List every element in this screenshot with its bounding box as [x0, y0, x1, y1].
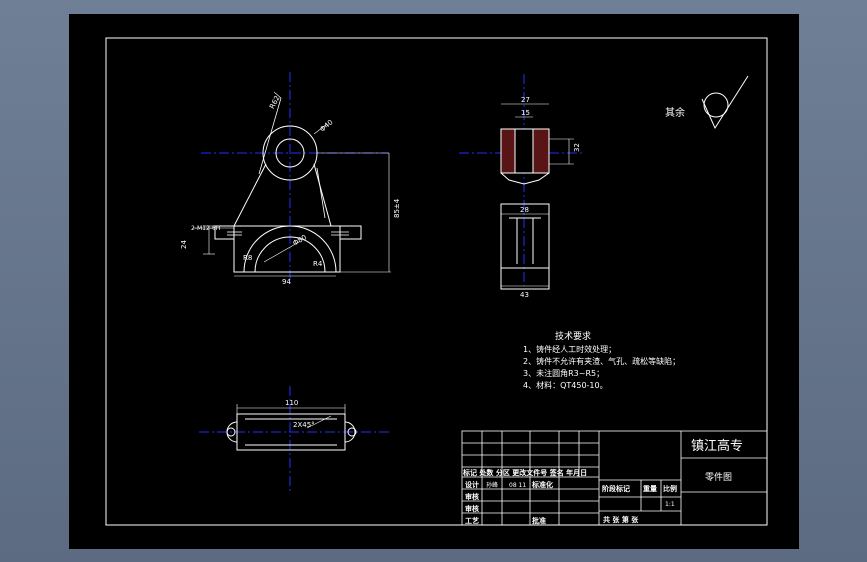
dim-hole: Φ40: [318, 118, 334, 133]
dim-mid-width: 28: [520, 206, 529, 214]
cad-viewport[interactable]: R62 Φ40 2-M12-6H 85±4 24 Φ80 R8 94 R4: [69, 14, 799, 549]
dim-slot: 15: [521, 109, 530, 117]
dim-small-h: 24: [180, 240, 188, 249]
revision-header: 标记 处数 分区 更改文件号 签名 年月日: [462, 468, 587, 477]
dim-side-h: 32: [573, 143, 581, 152]
dim-length: 110: [285, 399, 298, 407]
title-block: [461, 430, 768, 526]
designer-name: 孙峰: [486, 481, 498, 489]
dim-half-width: 94: [282, 278, 291, 286]
tech-requirements: 技术要求 1、铸件经人工时效处理； 2、铸件不允许有夹渣、气孔、疏松等缺陷； 3…: [523, 330, 680, 390]
roughness-symbol: [701, 75, 749, 130]
boss-hole: [275, 138, 305, 168]
tech-item-2: 2、铸件不允许有夹渣、气孔、疏松等缺陷；: [523, 356, 680, 366]
dim-fillet: R4: [313, 260, 323, 268]
tech-item-1: 1、铸件经人工时效处理；: [523, 344, 616, 354]
school-name: 镇江高专: [691, 438, 743, 454]
tech-item-3: 3、未注圆角R3~R5；: [523, 368, 604, 378]
drawing-canvas[interactable]: R62 Φ40 2-M12-6H 85±4 24 Φ80 R8 94 R4: [69, 14, 799, 549]
bottom-view-dimensions: 110 2X45°: [285, 399, 315, 429]
dim-top-width: 27: [521, 96, 530, 104]
row-label-process: 工艺: [465, 516, 479, 525]
tech-item-4: 4、材料：QT450-10。: [523, 380, 608, 390]
sheet-count: 共 张 第 张: [603, 515, 639, 524]
bottom-view: [199, 386, 389, 494]
tech-title: 技术要求: [555, 330, 591, 342]
dim-base-width: 43: [520, 291, 529, 299]
approve-label: 批准: [532, 516, 546, 525]
dim-chamfer: 2X45°: [293, 421, 315, 429]
part-name: 零件图: [705, 471, 732, 483]
side-view: [459, 74, 584, 290]
front-view: [193, 72, 391, 284]
dim-bore: Φ80: [292, 233, 308, 247]
scale-value: 1:1: [665, 501, 675, 508]
weight-label: 重量: [643, 484, 657, 493]
scale-label: 比例: [663, 484, 677, 493]
stage-label: 阶段标记: [602, 484, 630, 493]
title-block-text: 镇江高专 零件图 标记 处数 分区 更改文件号 签名 年月日 设计 审核 审核 …: [462, 438, 743, 525]
design-date: 08 11: [509, 482, 526, 489]
row-label-review: 审核: [465, 504, 479, 513]
row-label-check: 审核: [465, 492, 479, 501]
dim-height: 85±4: [393, 198, 401, 218]
standardize-label: 标准化: [531, 480, 553, 489]
dim-outer-r: R8: [243, 254, 252, 262]
front-view-dimensions: R62 Φ40 2-M12-6H 85±4 24 Φ80 R8 94 R4: [180, 94, 401, 286]
side-view-dimensions: 27 15 32 28 43: [520, 96, 581, 299]
dim-flange-holes: 2-M12-6H: [191, 225, 220, 232]
roughness-label: 其余: [665, 106, 685, 119]
row-label-design: 设计: [465, 480, 479, 489]
sheet-outer-border: [105, 37, 768, 526]
